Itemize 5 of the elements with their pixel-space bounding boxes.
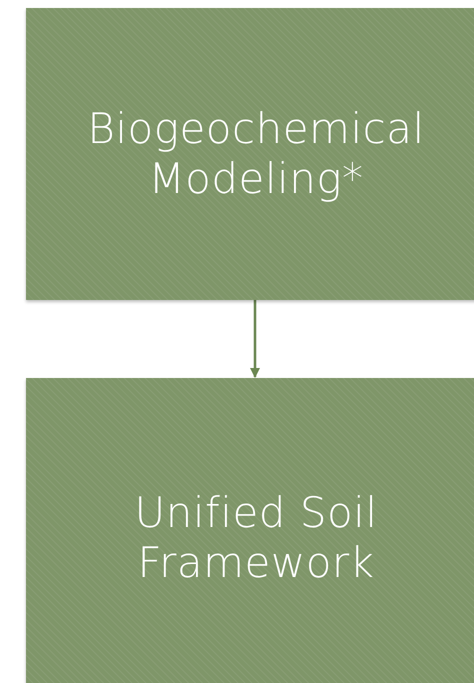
box-label: Biogeochemical Modeling*	[86, 104, 426, 204]
box-label: Unified Soil Framework	[133, 488, 379, 588]
process-box	[26, 8, 474, 300]
process-box	[26, 378, 474, 683]
arrow	[250, 300, 260, 378]
